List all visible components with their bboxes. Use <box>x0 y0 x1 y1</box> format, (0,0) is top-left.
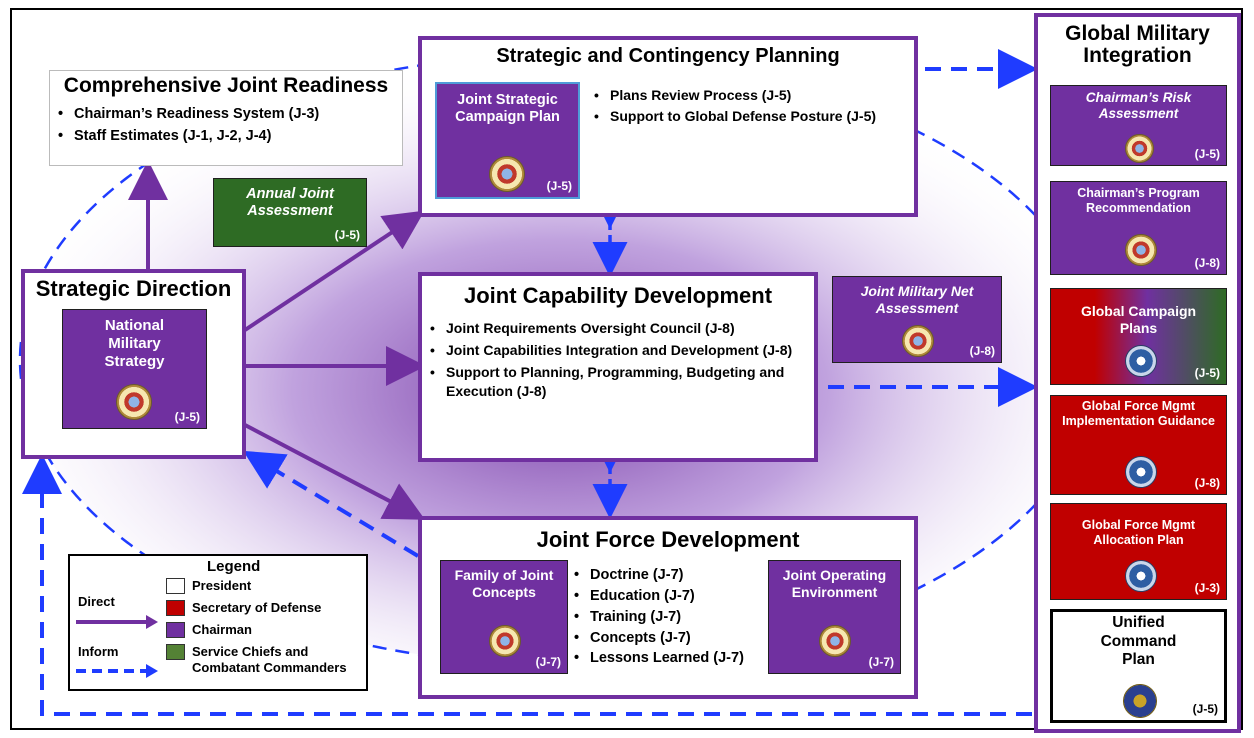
planning-box-span: Strategic and Contingency Planning Joint… <box>418 36 918 217</box>
legend-swatch-president <box>166 578 185 594</box>
president-seal-icon <box>1123 684 1157 718</box>
direct-arrow-to-planning <box>243 210 425 332</box>
legend-swatch-service <box>166 644 185 660</box>
readiness-title: Comprehensive Joint Readiness <box>63 74 389 97</box>
jcode-label: (J-7) <box>535 655 561 669</box>
nms-title: National Military Strategy <box>104 317 165 370</box>
planning-list: Plans Review Process (J-5) Support to Gl… <box>592 86 902 128</box>
inform-arrow-force-to-direction <box>243 450 420 558</box>
list-item: Support to Global Defense Posture (J-5) <box>592 107 902 125</box>
list-item: Education (J-7) <box>572 587 772 606</box>
net-assessment-title: Joint Military Net Assessment <box>860 283 974 316</box>
strategic-direction-title: Strategic Direction <box>35 276 232 301</box>
chairman-seal-icon <box>489 156 525 192</box>
gfm-allocation-plan-card: Global Force Mgmt Allocation Plan (J-3) <box>1050 503 1227 600</box>
readiness-list: Chairman’s Readiness System (J-3) Staff … <box>56 105 402 146</box>
global-integration-box: Global Military Integration Chairman’s R… <box>1034 13 1241 733</box>
legend-direct-arrow <box>76 615 158 629</box>
legend-swatch-secdef <box>166 600 185 616</box>
jscp-title: Joint Strategic Campaign Plan <box>455 92 560 126</box>
jcode-label: (J-5) <box>546 179 572 193</box>
planning-section-title: Strategic and Contingency Planning <box>496 45 840 67</box>
global-card-title: Global Campaign Plans <box>1080 303 1197 336</box>
legend-entry: Secretary of Defense <box>192 600 322 615</box>
readiness-box: Comprehensive Joint Readiness Chairman’s… <box>49 70 403 166</box>
global-card-title: Global Force Mgmt Allocation Plan <box>1081 518 1196 547</box>
list-item: Chairman’s Readiness System (J-3) <box>56 105 402 124</box>
list-item: Training (J-7) <box>572 608 772 627</box>
force-title: Joint Force Development <box>536 527 800 552</box>
legend-entry: President <box>192 578 252 593</box>
risk-assessment-card: Chairman’s Risk Assessment (J-5) <box>1050 85 1227 166</box>
global-card-title: Chairman’s Risk Assessment <box>1085 90 1192 122</box>
jcode-label: (J-8) <box>1194 256 1220 270</box>
legend-direct-label: Direct <box>78 594 115 609</box>
joint-operating-environment-card: Joint Operating Environment (J-7) <box>768 560 901 674</box>
annual-joint-assessment-title: Annual Joint Assessment <box>246 186 334 220</box>
jcode-label: (J-3) <box>1194 581 1220 595</box>
capability-box: Joint Capability Development Joint Requi… <box>418 272 818 462</box>
direct-arrow-to-force <box>244 423 426 520</box>
jcode-label: (J-8) <box>1194 476 1220 490</box>
legend-title: Legend <box>207 558 261 575</box>
list-item: Joint Requirements Oversight Council (J-… <box>428 319 813 337</box>
jcode-label: (J-8) <box>969 344 995 358</box>
dod-seal-icon <box>1125 345 1157 377</box>
list-item: Support to Planning, Programming, Budget… <box>428 363 813 399</box>
jcode-label: (J-5) <box>1192 702 1218 716</box>
legend-entry: Service Chiefs and Combatant Commanders <box>192 644 347 676</box>
joint-military-net-assessment-card: Joint Military Net Assessment (J-8) <box>832 276 1002 363</box>
unified-command-plan-card: Unified Command Plan (J-5) <box>1050 609 1227 723</box>
list-item: Joint Capabilities Integration and Devel… <box>428 341 813 359</box>
jcode-label: (J-5) <box>1194 366 1220 380</box>
legend-swatch-chairman <box>166 622 185 638</box>
inform-arrow-global-to-direction <box>21 454 1032 716</box>
program-recommendation-card: Chairman’s Program Recommendation (J-8) <box>1050 181 1227 275</box>
list-item: Plans Review Process (J-5) <box>592 86 902 104</box>
national-military-strategy-card: National Military Strategy (J-5) <box>62 309 207 429</box>
strategic-direction-box: Strategic Direction National Military St… <box>21 269 246 459</box>
joint-strategic-campaign-plan-card: Joint Strategic Campaign Plan (J-5) <box>435 82 580 199</box>
dod-seal-icon <box>1125 456 1157 488</box>
jcode-label: (J-5) <box>1194 147 1220 161</box>
gfm-implementation-guidance-card: Global Force Mgmt Implementation Guidanc… <box>1050 395 1227 495</box>
family-of-joint-concepts-card: Family of Joint Concepts (J-7) <box>440 560 568 674</box>
list-item: Concepts (J-7) <box>572 629 772 648</box>
legend-box: Legend Direct Inform President Secretary… <box>68 554 368 691</box>
force-development-box: Joint Force Development Family of Joint … <box>418 516 918 699</box>
global-card-title: Unified Command Plan <box>1100 614 1177 669</box>
global-card-title: Chairman’s Program Recommendation <box>1077 186 1200 215</box>
jcode-label: (J-7) <box>868 655 894 669</box>
list-item: Doctrine (J-7) <box>572 566 772 585</box>
legend-inform-label: Inform <box>78 644 119 659</box>
chairman-seal-icon <box>1125 134 1154 163</box>
legend-inform-arrow <box>76 664 158 678</box>
list-item: Staff Estimates (J-1, J-2, J-4) <box>56 127 402 146</box>
global-campaign-plans-card: Global Campaign Plans (J-5) <box>1050 288 1227 385</box>
dod-seal-icon <box>1125 560 1157 592</box>
global-integration-title: Global Military Integration <box>1065 22 1210 68</box>
legend-entry: Chairman <box>192 622 252 637</box>
annual-joint-assessment-card: Annual Joint Assessment (J-5) <box>213 178 367 247</box>
chairman-seal-icon <box>819 625 851 657</box>
jcode-label: (J-5) <box>174 410 200 424</box>
capability-title: Joint Capability Development <box>463 283 773 308</box>
capability-list: Joint Requirements Oversight Council (J-… <box>428 319 813 400</box>
chairman-seal-icon <box>1125 234 1157 266</box>
force-list: Doctrine (J-7) Education (J-7) Training … <box>572 566 772 671</box>
global-card-title: Global Force Mgmt Implementation Guidanc… <box>1062 399 1215 428</box>
environment-title: Joint Operating Environment <box>782 567 887 600</box>
chairman-seal-icon <box>116 384 152 420</box>
diagram-frame <box>10 8 1243 730</box>
chairman-seal-icon <box>902 325 934 357</box>
list-item: Lessons Learned (J-7) <box>572 649 772 668</box>
jcode-label: (J-5) <box>334 228 360 242</box>
family-title: Family of Joint Concepts <box>454 567 554 600</box>
chairman-seal-icon <box>489 625 521 657</box>
